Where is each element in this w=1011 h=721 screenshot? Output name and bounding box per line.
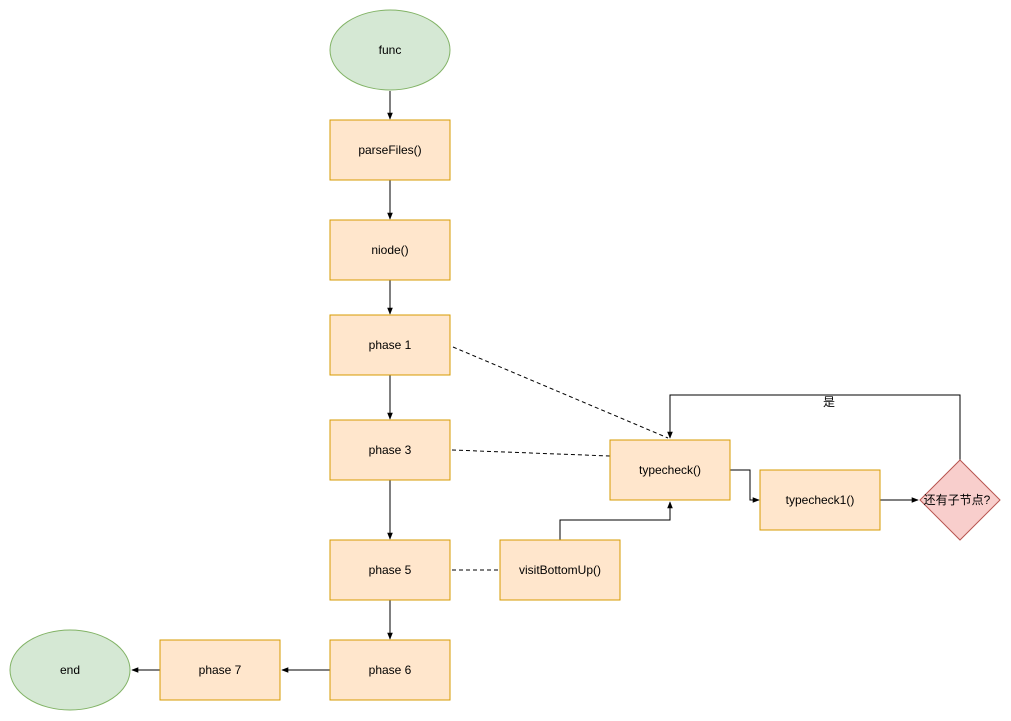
- edge-label-yes: 是: [823, 395, 835, 409]
- edge-phase3-to-typecheck-dashed: [451, 449, 611, 457]
- node-visit-bottom-up: visitBottomUp(): [499, 539, 621, 601]
- node-func-label: func: [379, 43, 402, 57]
- node-phase3: phase 3: [329, 419, 451, 481]
- node-visit-bottom-up-label: visitBottomUp(): [519, 563, 601, 577]
- edge-typecheck-to-typecheck1: [730, 469, 760, 503]
- node-noder: niode(): [329, 219, 451, 281]
- edges: [131, 91, 961, 673]
- node-phase7-label: phase 7: [199, 663, 242, 677]
- node-typecheck: typecheck(): [609, 439, 731, 501]
- node-typecheck1-label: typecheck1(): [786, 493, 855, 507]
- node-phase1-label: phase 1: [369, 338, 412, 352]
- node-end-label: end: [60, 663, 80, 677]
- node-parse-files: parseFiles(): [329, 119, 451, 181]
- node-func: func: [329, 9, 451, 91]
- node-phase7: phase 7: [159, 639, 281, 701]
- node-has-children-label: 还有子节点?: [924, 493, 991, 507]
- node-phase1: phase 1: [329, 314, 451, 376]
- node-phase6: phase 6: [329, 639, 451, 701]
- edge-haschildren-to-typecheck: [667, 394, 961, 460]
- node-phase3-label: phase 3: [369, 443, 412, 457]
- edge-visitbottomup-to-typecheck: [559, 501, 673, 540]
- node-noder-label: niode(): [371, 243, 408, 257]
- node-typecheck1: typecheck1(): [759, 469, 881, 531]
- node-end: end: [9, 629, 131, 711]
- node-parse-files-label: parseFiles(): [358, 143, 421, 157]
- node-has-children-decision: 还有子节点?: [919, 459, 1001, 541]
- node-phase6-label: phase 6: [369, 663, 412, 677]
- node-phase5-label: phase 5: [369, 563, 412, 577]
- node-phase5: phase 5: [329, 539, 451, 601]
- node-typecheck-label: typecheck(): [639, 463, 701, 477]
- edge-phase1-to-typecheck-dashed: [452, 346, 669, 439]
